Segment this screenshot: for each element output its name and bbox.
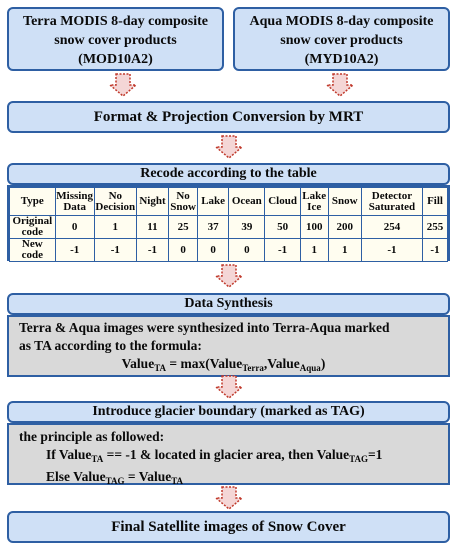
table-cell: 39 bbox=[228, 215, 266, 239]
table-cell: 25 bbox=[168, 215, 199, 239]
table-header-cell: Snow bbox=[327, 187, 362, 216]
table-header-cell: Cloud bbox=[264, 187, 301, 216]
formula-value: Value bbox=[121, 356, 155, 371]
glacier-if-line: If ValueTA == -1 & located in glacier ar… bbox=[19, 446, 438, 468]
synthesis-formula: ValueTA = max(ValueTerra,ValueAqua) bbox=[19, 355, 438, 377]
if-text-c: =1 bbox=[367, 447, 383, 462]
if-sub-tag: TAG bbox=[349, 454, 368, 464]
glacier-body: the principle as followed: If ValueTA ==… bbox=[7, 423, 450, 486]
table-cell: -1 bbox=[93, 238, 137, 262]
table-cell: 1 bbox=[327, 238, 362, 262]
aqua-line3: (MYD10A2) bbox=[304, 52, 379, 67]
table-cell: 37 bbox=[197, 215, 230, 239]
table-row-label: Original code bbox=[9, 215, 56, 239]
table-cell: 0 bbox=[168, 238, 199, 262]
recode-table-wrap: Type Missing Data No Decision Night No S… bbox=[7, 185, 450, 262]
arrow-down-icon bbox=[108, 73, 138, 97]
synthesis-text-line1: Terra & Aqua images were synthesized int… bbox=[19, 320, 390, 335]
table-cell: 100 bbox=[299, 215, 329, 239]
table-header-cell: Night bbox=[135, 187, 170, 216]
terra-box: Terra MODIS 8-day composite snow cover p… bbox=[7, 7, 224, 71]
table-header-cell: Ocean bbox=[228, 187, 266, 216]
aqua-line2: snow cover products bbox=[280, 33, 403, 48]
final-label: Final Satellite images of Snow Cover bbox=[111, 519, 346, 535]
else-text-a: Else Value bbox=[46, 469, 106, 484]
table-cell: -1 bbox=[264, 238, 301, 262]
table-row-label: New code bbox=[9, 238, 56, 262]
final-box: Final Satellite images of Snow Cover bbox=[7, 511, 450, 543]
else-text-b: = Value bbox=[124, 469, 172, 484]
formula-sub-ta: TA bbox=[154, 363, 167, 373]
table-header-cell: Detector Saturated bbox=[360, 187, 424, 216]
table-cell: 200 bbox=[327, 215, 362, 239]
glacier-else-line: Else ValueTAG = ValueTA bbox=[19, 468, 438, 490]
if-text-b: == -1 & located in glacier area, then Va… bbox=[103, 447, 350, 462]
table-header-cell: No Decision bbox=[93, 187, 137, 216]
recode-table: Type Missing Data No Decision Night No S… bbox=[9, 187, 448, 262]
table-cell: -1 bbox=[135, 238, 170, 262]
table-header-row: Type Missing Data No Decision Night No S… bbox=[9, 187, 448, 216]
synthesis-title: Data Synthesis bbox=[184, 296, 273, 311]
terra-line2: snow cover products bbox=[54, 33, 177, 48]
formula-sub-terra: Terra bbox=[242, 363, 264, 373]
table-cell: 50 bbox=[264, 215, 301, 239]
arrow-down-icon bbox=[214, 375, 244, 399]
table-cell: 255 bbox=[422, 215, 448, 239]
table-cell: 1 bbox=[93, 215, 137, 239]
table-cell: -1 bbox=[54, 238, 95, 262]
recode-title: Recode according to the table bbox=[140, 166, 317, 181]
arrow-down-icon bbox=[214, 264, 244, 288]
terra-line1: Terra MODIS 8-day composite bbox=[23, 14, 208, 29]
arrow-down-icon bbox=[214, 486, 244, 510]
synthesis-text-line2: as TA according to the formula: bbox=[19, 338, 202, 353]
else-sub-tag: TAG bbox=[105, 476, 125, 486]
if-text-a: If Value bbox=[46, 447, 92, 462]
table-header-cell: Type bbox=[9, 187, 56, 216]
table-header-cell: Lake Ice bbox=[299, 187, 329, 216]
if-sub-ta: TA bbox=[91, 454, 104, 464]
glacier-title: Introduce glacier boundary (marked as TA… bbox=[92, 404, 365, 419]
synthesis-body: Terra & Aqua images were synthesized int… bbox=[7, 315, 450, 377]
aqua-line1: Aqua MODIS 8-day composite bbox=[249, 14, 434, 29]
formula-max: = max(Value bbox=[166, 356, 243, 371]
formula-sub-aqua: Aqua bbox=[299, 363, 321, 373]
table-row: Original code 0 1 11 25 37 39 50 100 200… bbox=[9, 215, 448, 239]
table-cell: 1 bbox=[299, 238, 329, 262]
table-cell: 254 bbox=[360, 215, 424, 239]
arrow-down-icon bbox=[325, 73, 355, 97]
terra-line3: (MOD10A2) bbox=[78, 52, 153, 67]
format-box: Format & Projection Conversion by MRT bbox=[7, 101, 450, 133]
table-cell: -1 bbox=[360, 238, 424, 262]
table-cell: 11 bbox=[135, 215, 170, 239]
formula-close: ) bbox=[320, 356, 326, 371]
table-row: New code -1 -1 -1 0 0 0 -1 1 1 -1 -1 bbox=[9, 238, 448, 262]
table-cell: 0 bbox=[228, 238, 266, 262]
table-cell: 0 bbox=[197, 238, 230, 262]
format-label: Format & Projection Conversion by MRT bbox=[93, 109, 364, 125]
formula-value2: ,Value bbox=[263, 356, 300, 371]
table-header-cell: Missing Data bbox=[54, 187, 95, 216]
else-sub-ta: TA bbox=[171, 476, 184, 486]
table-header-cell: Lake bbox=[197, 187, 230, 216]
table-cell: -1 bbox=[422, 238, 448, 262]
synthesis-title-bar: Data Synthesis bbox=[7, 293, 450, 315]
glacier-title-bar: Introduce glacier boundary (marked as TA… bbox=[7, 401, 450, 423]
table-header-cell: Fill bbox=[422, 187, 448, 216]
table-header-cell: No Snow bbox=[168, 187, 199, 216]
table-cell: 0 bbox=[54, 215, 95, 239]
recode-title-bar: Recode according to the table bbox=[7, 163, 450, 185]
aqua-box: Aqua MODIS 8-day composite snow cover pr… bbox=[233, 7, 450, 71]
glacier-text-line1: the principle as followed: bbox=[19, 429, 165, 444]
arrow-down-icon bbox=[214, 135, 244, 159]
